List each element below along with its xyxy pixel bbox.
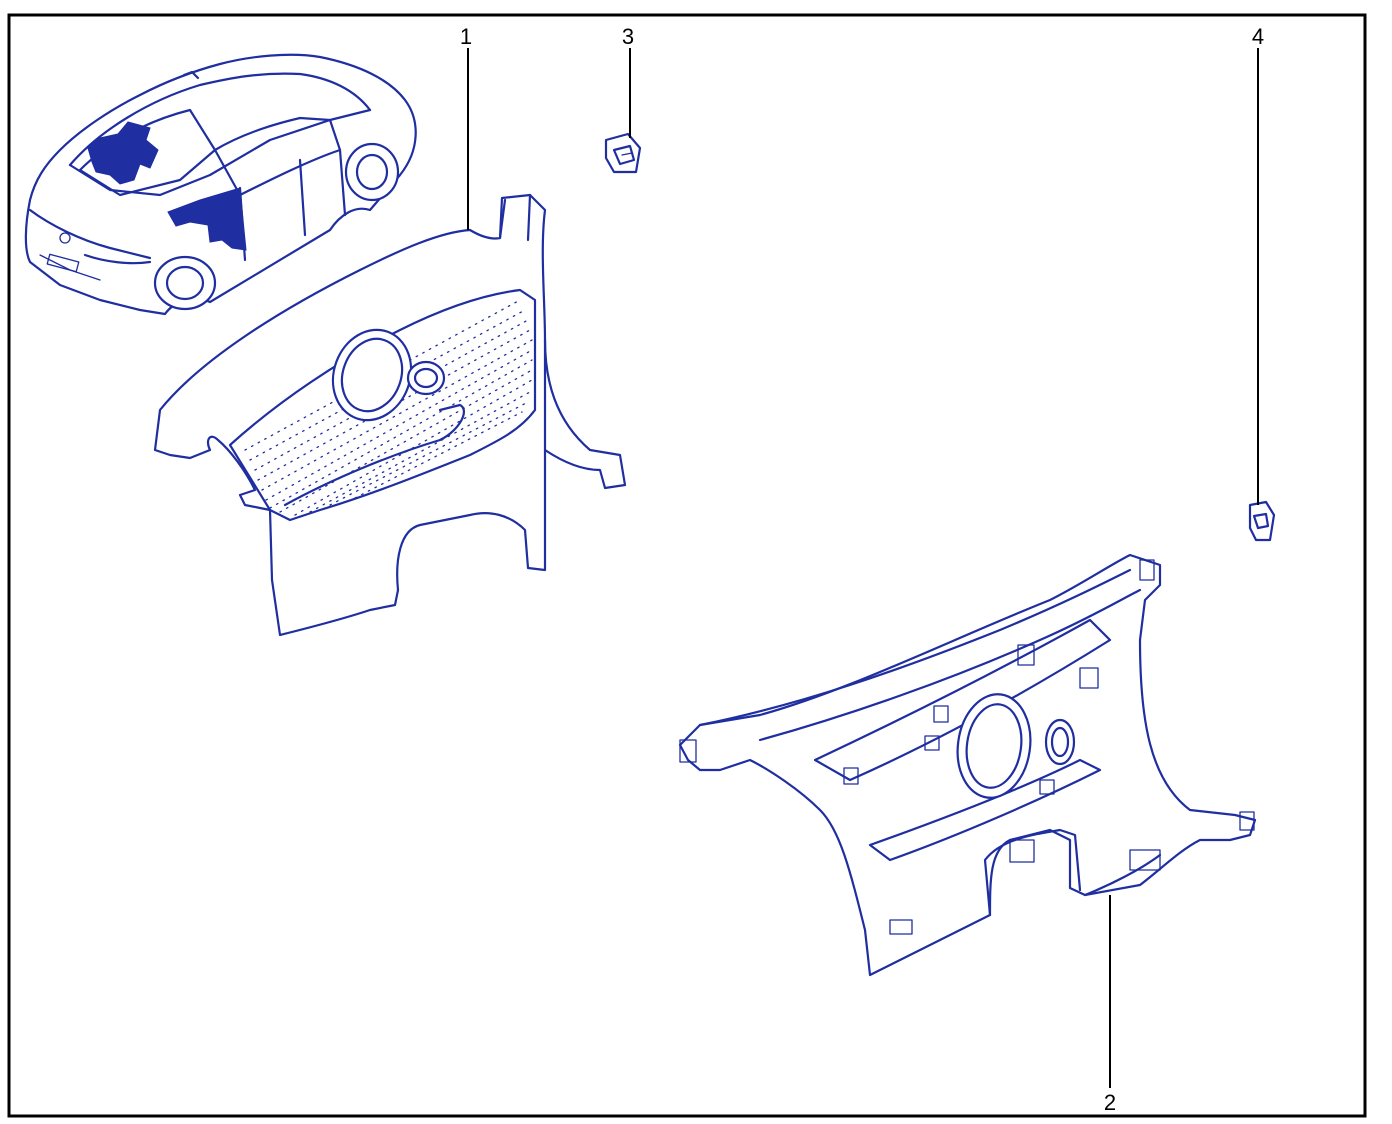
callout-3-label: 3 [622, 24, 634, 49]
callout-4-label: 4 [1252, 24, 1264, 49]
part-1-trim-panel [153, 193, 627, 637]
callout-1: 1 [460, 24, 472, 230]
callout-2: 2 [1104, 895, 1116, 1115]
callout-4: 4 [1252, 24, 1264, 505]
part-3-clip [604, 132, 642, 174]
diagram-border [7, 13, 1367, 1118]
callout-1-label: 1 [460, 24, 472, 49]
callout-2-label: 2 [1104, 1090, 1116, 1115]
callout-3: 3 [622, 24, 634, 138]
car-overview-illustration [24, 53, 417, 316]
part-4-clip [1248, 500, 1276, 542]
part-2-trim-panel-inner [678, 553, 1257, 977]
